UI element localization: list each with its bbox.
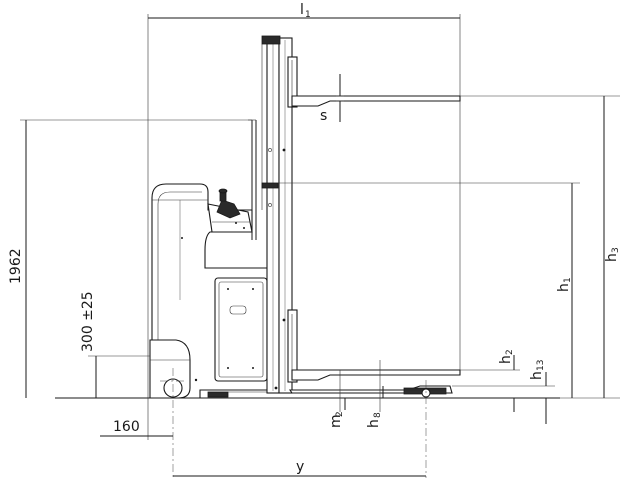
foot-plate [207, 391, 229, 398]
dim-300-label: 300 ±25 [80, 291, 96, 352]
dim-h8-sub: 8 [373, 412, 383, 418]
fork-raised [291, 95, 461, 107]
support-leg [288, 385, 453, 398]
dim-1962: 1962 [8, 120, 27, 398]
truck-chassis [149, 183, 273, 399]
dim-h3-label: h [604, 253, 620, 262]
mast [261, 35, 293, 394]
dim-m2: m 2 [328, 398, 346, 428]
dim-m2-label: m [328, 414, 344, 428]
dim-160-label: 160 [113, 419, 140, 435]
dim-h2-label: h [498, 355, 514, 364]
dim-160: 160 [100, 419, 173, 437]
fork-carriage-lowered [287, 309, 461, 383]
dim-1962-label: 1962 [8, 248, 24, 284]
fork-lowered [291, 369, 461, 381]
fork-carriage-raised [287, 56, 461, 108]
dim-y-label: y [296, 459, 304, 475]
mast-crossbar [261, 182, 279, 189]
dim-h1: h 1 [556, 183, 573, 398]
dim-h2-sub: 2 [505, 349, 515, 355]
dim-h8-label: h [366, 419, 382, 428]
dim-h1-label: h [556, 283, 572, 292]
tiller-handle [216, 188, 241, 219]
dim-h13: h 13 [529, 360, 547, 424]
dim-h3: h 3 [603, 96, 621, 398]
dim-l1-sub: 1 [305, 10, 311, 20]
dim-y: y [173, 459, 426, 477]
battery-cover-panel [214, 277, 268, 382]
dim-h13-label: h [529, 371, 545, 380]
mast-top-head [261, 35, 281, 45]
dim-h1-sub: 1 [563, 277, 573, 283]
dim-m2-sub: 2 [335, 411, 345, 417]
dim-l1: l 1 [148, 2, 460, 20]
dim-h3-sub: 3 [611, 247, 621, 253]
dim-s-label: s [320, 108, 327, 124]
dim-h2: h 2 [498, 349, 515, 412]
mast-inner-rail [278, 37, 293, 394]
dim-300: 300 ±25 [80, 291, 97, 398]
dim-h8: h 8 [366, 386, 384, 428]
dim-l1-label: l [300, 2, 304, 18]
dim-s: s [320, 74, 344, 124]
dim-h13-sub: 13 [536, 360, 546, 371]
